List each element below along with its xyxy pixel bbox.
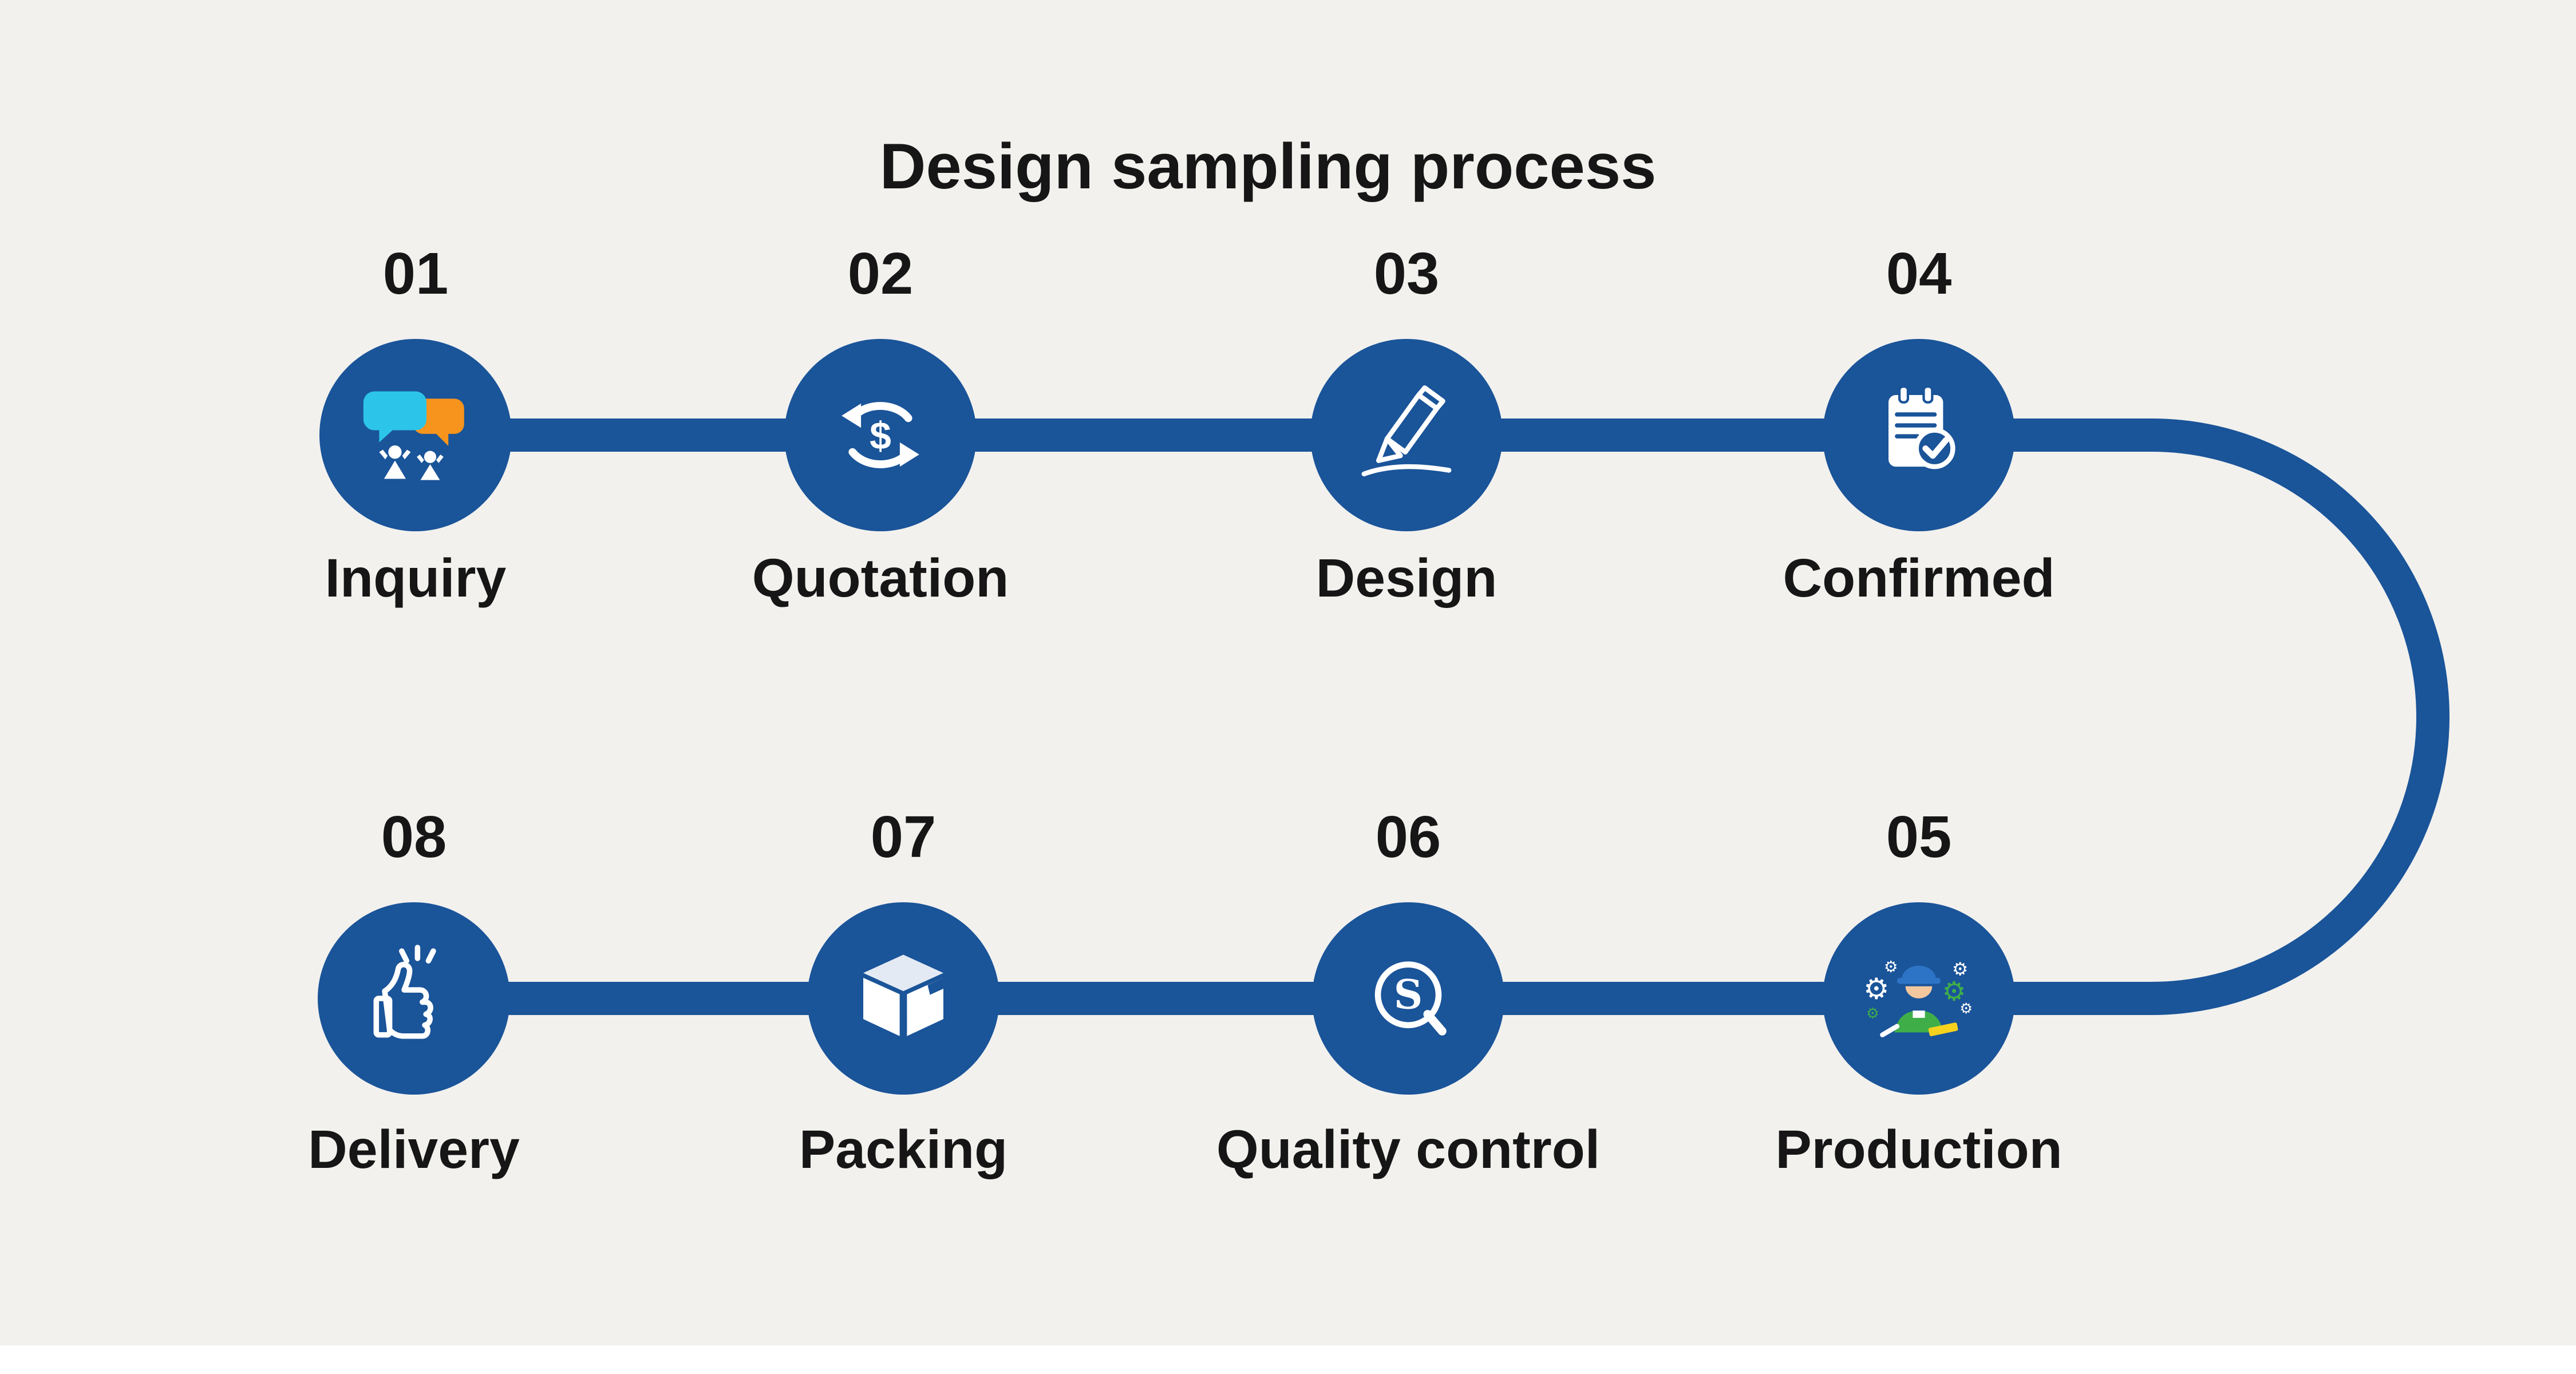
- step-label: Quality control: [1216, 1119, 1601, 1180]
- calendar-check-icon: [1888, 385, 1955, 469]
- bottom-white-strip: [0, 1345, 2576, 1374]
- step-icon-circle: ⚙ ⚙ ⚙ ⚙ ⚙ ⚙: [1823, 902, 2015, 1095]
- step-label: Delivery: [308, 1119, 520, 1180]
- step-icon-circle: [807, 902, 999, 1095]
- step-number: 06: [1375, 804, 1441, 870]
- step-delivery: 08 Delivery: [185, 803, 643, 1182]
- step-label: Quotation: [752, 548, 1009, 609]
- step-number: 01: [382, 240, 449, 306]
- thumbs-up-icon: [373, 945, 436, 1039]
- svg-text:⚙: ⚙: [1942, 976, 1966, 1006]
- step-packing: 07 Packing: [674, 803, 1132, 1182]
- chat-people-icon: [363, 391, 464, 480]
- step-icon-circle: $: [784, 339, 977, 531]
- step-icon-circle: S: [1312, 902, 1504, 1095]
- step-production: 05 ⚙ ⚙ ⚙ ⚙ ⚙ ⚙ Production: [1690, 803, 2148, 1182]
- step-number: 07: [870, 804, 937, 870]
- step-label: Confirmed: [1783, 548, 2055, 609]
- step-confirmed: 04 Confirmed: [1690, 239, 2148, 610]
- worker-gears-icon: ⚙ ⚙ ⚙ ⚙ ⚙ ⚙: [1863, 958, 1973, 1037]
- step-quality-control: 06 S Quality control: [1179, 803, 1637, 1182]
- step-number: 02: [847, 240, 914, 306]
- quality-seal-icon: S: [1374, 961, 1447, 1036]
- svg-text:⚙: ⚙: [1884, 958, 1898, 976]
- step-number: 05: [1886, 804, 1952, 870]
- svg-text:$: $: [870, 415, 891, 458]
- step-label: Design: [1315, 548, 1498, 609]
- svg-text:⚙: ⚙: [1959, 1000, 1973, 1017]
- svg-text:⚙: ⚙: [1866, 1004, 1879, 1021]
- diagram-title: Design sampling process: [879, 131, 1657, 202]
- svg-text:⚙: ⚙: [1952, 959, 1969, 980]
- pen-icon: [1361, 385, 1452, 477]
- box-icon: [863, 954, 943, 1036]
- step-label: Production: [1775, 1119, 2063, 1180]
- step-number: 03: [1373, 240, 1440, 306]
- step-icon-circle: [1823, 339, 2015, 531]
- step-quotation: 02 $ Quotation: [651, 239, 1109, 610]
- svg-text:⚙: ⚙: [1863, 972, 1890, 1006]
- step-label: Inquiry: [325, 548, 507, 609]
- step-icon-circle: [318, 902, 510, 1095]
- step-number: 04: [1886, 240, 1952, 306]
- step-icon-circle: [1310, 339, 1503, 531]
- step-label: Packing: [799, 1119, 1008, 1180]
- step-number: 08: [381, 804, 447, 870]
- step-design: 03 Design: [1178, 239, 1635, 610]
- svg-text:S: S: [1394, 972, 1423, 1018]
- currency-cycle-icon: $: [841, 402, 919, 468]
- step-icon-circle: [319, 339, 512, 531]
- step-inquiry: 01 Inquiry: [187, 239, 645, 610]
